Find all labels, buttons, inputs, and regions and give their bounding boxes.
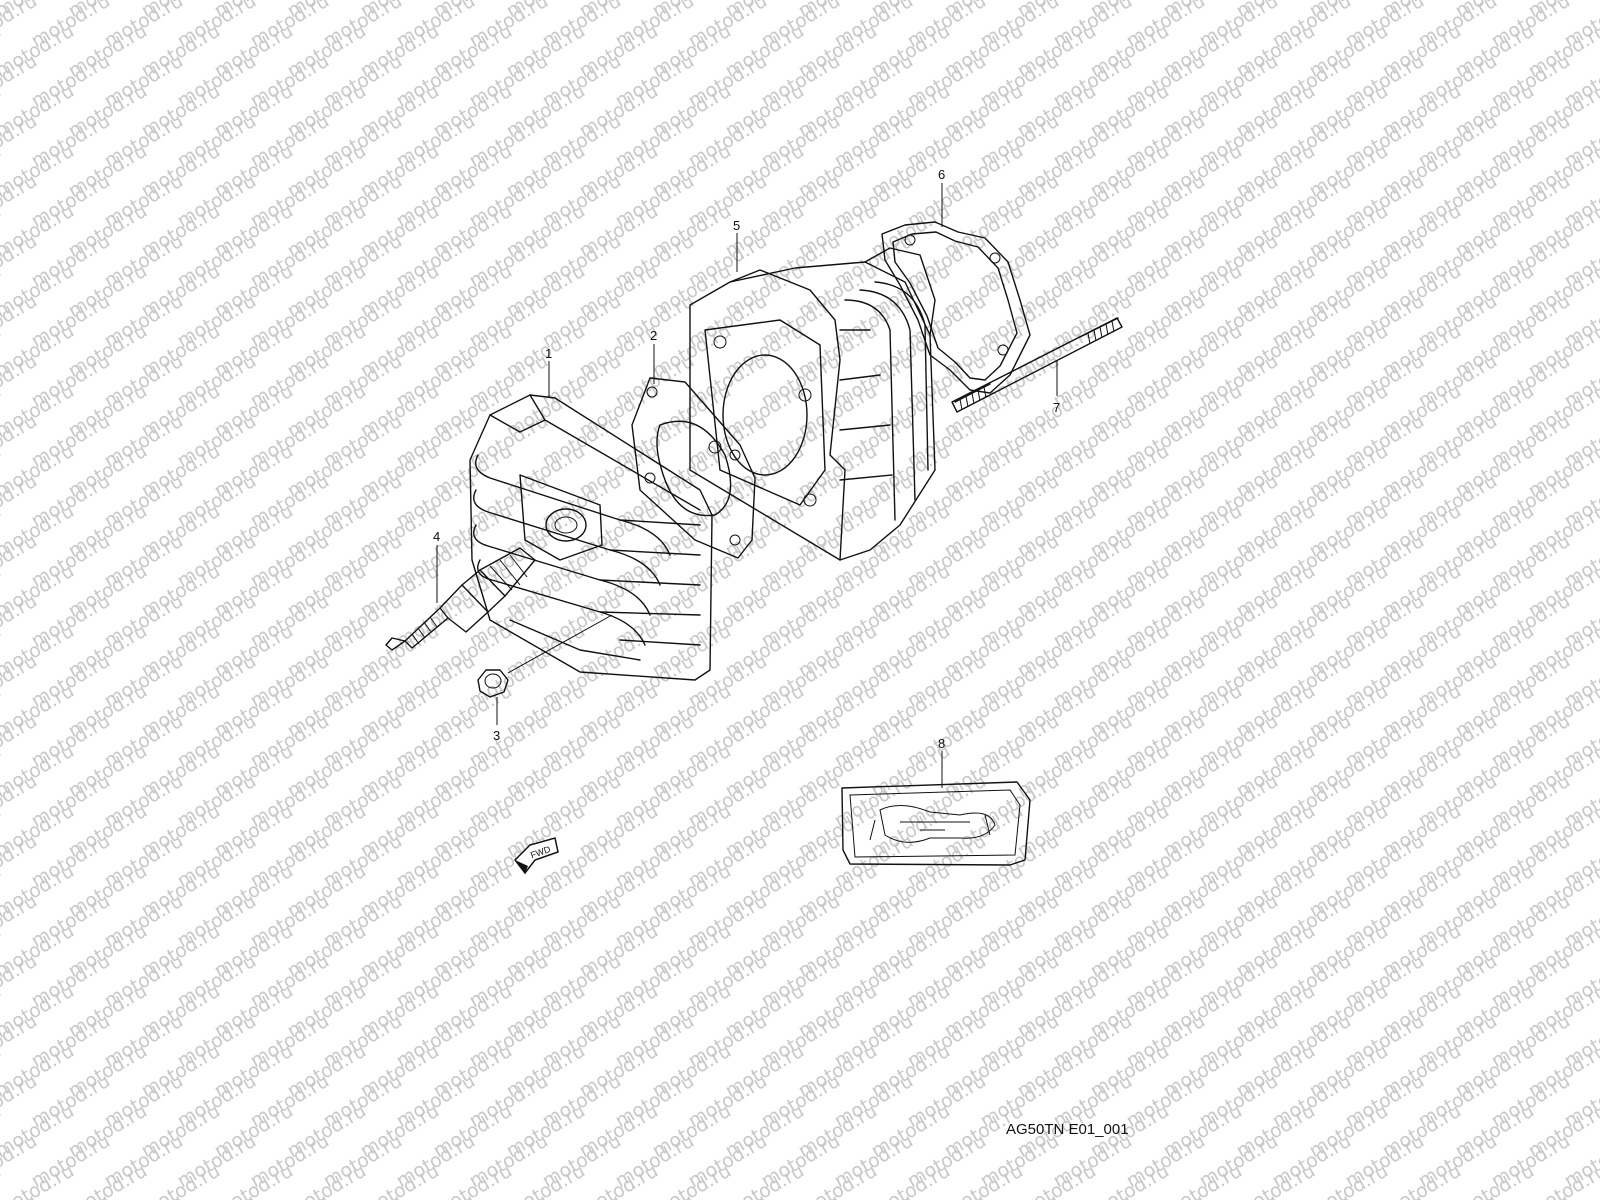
- leader-lines: [436, 183, 1058, 788]
- callout-5[interactable]: 5: [733, 218, 740, 233]
- watermark-text: motod.ru: [0, 1190, 41, 1200]
- callout-6[interactable]: 6: [938, 167, 945, 182]
- cylinder-head-part[interactable]: [469, 394, 713, 681]
- spark-plug-part[interactable]: [385, 547, 536, 651]
- callout-8[interactable]: 8: [938, 736, 945, 751]
- callout-2[interactable]: 2: [650, 328, 657, 343]
- fwd-arrow-icon: FWD: [514, 837, 559, 875]
- callout-1[interactable]: 1: [545, 346, 552, 361]
- stud-bolt-part[interactable]: [951, 317, 1123, 413]
- nut-part[interactable]: [477, 614, 613, 698]
- diagram-code: AG50TN E01_001: [1006, 1121, 1129, 1138]
- callouts: 1 2 3 4 5 6 7 8: [433, 167, 1060, 751]
- callout-4[interactable]: 4: [433, 529, 440, 544]
- gasket-set-part[interactable]: [841, 781, 1031, 866]
- callout-3[interactable]: 3: [493, 728, 500, 743]
- cylinder-gasket-part[interactable]: [881, 221, 1031, 394]
- watermark-text: motod.ru: [0, 1160, 5, 1200]
- callout-7[interactable]: 7: [1053, 400, 1060, 415]
- cylinder-part[interactable]: [689, 247, 936, 561]
- head-gasket-part[interactable]: [631, 377, 756, 559]
